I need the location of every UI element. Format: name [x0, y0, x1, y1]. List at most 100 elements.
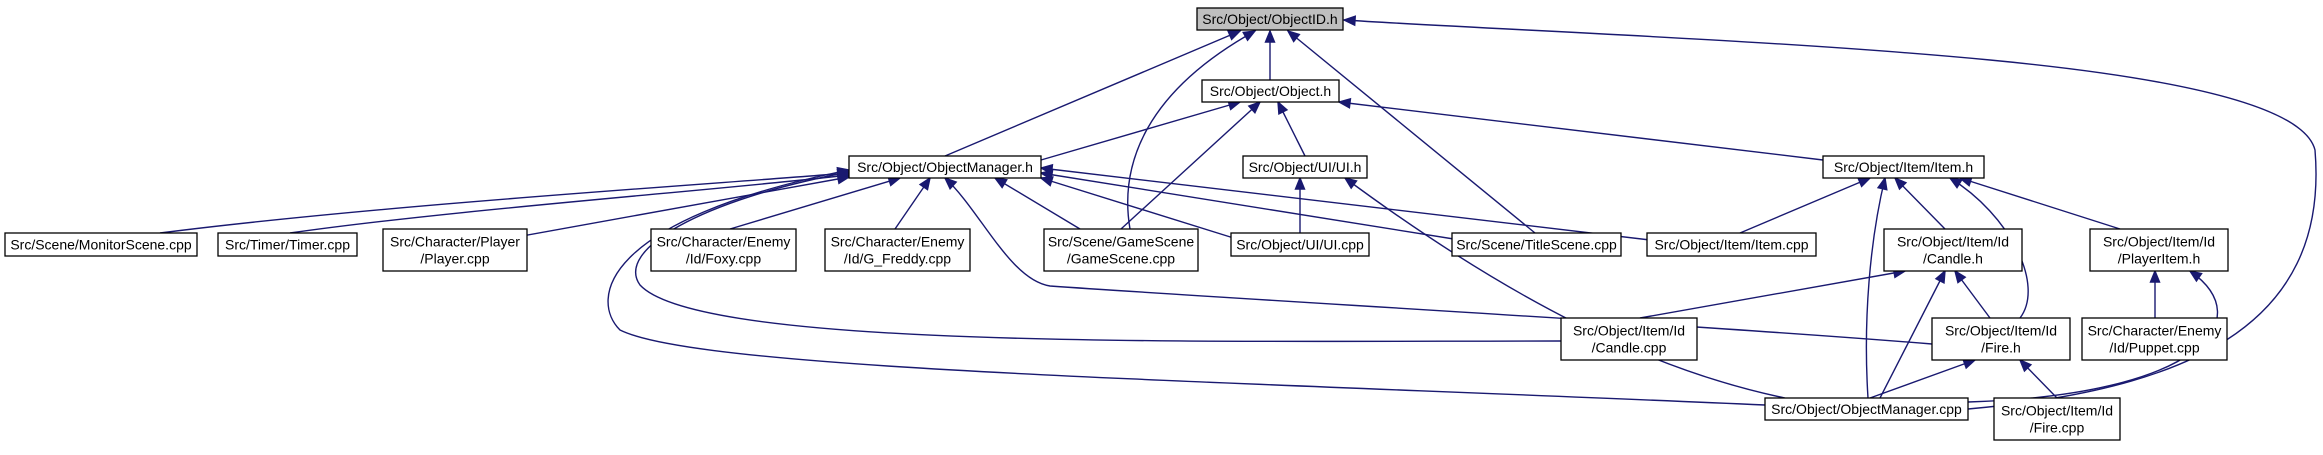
- node-label: /Fire.h: [1981, 340, 2021, 356]
- node-gfreddy-cpp[interactable]: Src/Character/Enemy/Id/G_Freddy.cpp: [824, 228, 971, 272]
- node-label: Src/Character/Enemy: [831, 234, 965, 250]
- edge-line: [1869, 359, 1976, 399]
- node-ui-h[interactable]: Src/Object/UI/UI.h: [1242, 155, 1368, 179]
- node-item-cpp[interactable]: Src/Object/Item/Item.cpp: [1646, 232, 1817, 257]
- arrowhead-icon: [2018, 358, 2033, 373]
- node-box: [1822, 155, 1985, 179]
- arrowhead-icon: [1337, 97, 1352, 109]
- edge-line: [1120, 101, 1261, 230]
- node-object-h[interactable]: Src/Object/Object.h: [1201, 79, 1340, 103]
- edge-item_cpp-to-objectmanager_h: [1039, 163, 1651, 241]
- node-box: [2089, 228, 2229, 272]
- node-ui-cpp[interactable]: Src/Object/UI/UI.cpp: [1230, 232, 1370, 257]
- edge-line: [1287, 30, 1536, 234]
- edge-line: [994, 177, 1081, 230]
- node-box: [1883, 228, 2023, 272]
- node-label: /GameScene.cpp: [1067, 251, 1175, 267]
- node-fire-h[interactable]: Src/Object/Item/Id/Fire.h: [1931, 317, 2071, 361]
- edge-object_h-to-objectid_h: [1264, 29, 1276, 80]
- node-label: Src/Character/Enemy: [657, 234, 791, 250]
- edge-monitorscene_cpp-to-objectmanager_h: [159, 168, 851, 234]
- arrowhead-icon: [1039, 163, 1054, 175]
- node-item-h[interactable]: Src/Object/Item/Item.h: [1822, 155, 1985, 179]
- edge-line: [1040, 167, 1651, 241]
- node-label: Src/Object/Item/Id: [1945, 323, 2057, 339]
- arrowhead-icon: [1962, 358, 1977, 370]
- edge-timer_cpp-to-objectmanager_h: [289, 170, 851, 234]
- arrowhead-icon: [2149, 269, 2161, 283]
- node-titlescene-cpp[interactable]: Src/Scene/TitleScene.cpp: [1451, 232, 1622, 257]
- arrowhead-icon: [993, 177, 1008, 189]
- node-label: Src/Object/Item/Id: [1897, 234, 2009, 250]
- edge-objectmanager_cpp-to-fire_h: [1869, 358, 1977, 399]
- node-puppet-cpp[interactable]: Src/Character/Enemy/Id/Puppet.cpp: [2081, 317, 2228, 361]
- arrowhead-icon: [918, 176, 932, 191]
- arrowhead-icon: [1934, 269, 1946, 284]
- edge-line: [1127, 30, 1256, 230]
- node-foxy-cpp[interactable]: Src/Character/Enemy/Id/Foxy.cpp: [650, 228, 797, 272]
- edge-objectmanager_cpp-to-ui_h: [1343, 176, 1786, 399]
- edge-line: [1739, 177, 1871, 234]
- node-label: Src/Character/Enemy: [2088, 323, 2222, 339]
- edge-line: [607, 169, 1766, 406]
- node-label: Src/Object/Object.h: [1210, 83, 1331, 99]
- node-box: [1242, 155, 1368, 179]
- node-label: Src/Scene/TitleScene.cpp: [1456, 237, 1617, 253]
- edge-candle_h-to-item_h: [1893, 176, 1946, 230]
- node-candle-cpp[interactable]: Src/Object/Item/Id/Candle.cpp: [1560, 317, 1698, 361]
- edge-line: [1338, 101, 1824, 161]
- arrowhead-icon: [1277, 100, 1289, 115]
- edge-line: [1959, 177, 2121, 230]
- arrowhead-icon: [1247, 100, 1262, 114]
- node-candle-h[interactable]: Src/Object/Item/Id/Candle.h: [1883, 228, 2023, 272]
- node-box: [217, 232, 358, 257]
- node-label: Src/Object/Item/Id: [2001, 403, 2113, 419]
- node-fire-cpp[interactable]: Src/Object/Item/Id/Fire.cpp: [1993, 397, 2121, 441]
- node-box: [824, 228, 971, 272]
- edge-fire_h-to-candle_h: [1953, 269, 1991, 319]
- node-label: Src/Object/ObjectID.h: [1202, 11, 1337, 27]
- node-box: [1043, 228, 1199, 272]
- arrowhead-icon: [2188, 269, 2203, 283]
- arrowhead-icon: [943, 176, 958, 190]
- node-monitorscene-cpp[interactable]: Src/Scene/MonitorScene.cpp: [4, 232, 198, 257]
- node-box: [1196, 7, 1344, 31]
- edge-line: [159, 172, 850, 234]
- edge-gamescene_cpp-to-objectid_h: [1127, 30, 1257, 230]
- edge-ui_h-to-object_h: [1277, 100, 1306, 157]
- node-player-cpp[interactable]: Src/Character/Player/Player.cpp: [382, 228, 528, 272]
- edge-line: [944, 177, 1933, 345]
- edge-line: [1344, 177, 1786, 399]
- node-box: [1201, 79, 1340, 103]
- node-box: [650, 228, 797, 272]
- node-label: Src/Object/ObjectManager.cpp: [1771, 401, 1962, 417]
- edge-fire_cpp-to-fire_h: [2018, 358, 2058, 399]
- node-box: [1646, 232, 1817, 257]
- node-objectmanager-h[interactable]: Src/Object/ObjectManager.h: [848, 155, 1042, 179]
- node-label: /Player.cpp: [420, 251, 489, 267]
- edge-gfreddy_cpp-to-objectmanager_h: [894, 176, 932, 230]
- arrowhead-icon: [1227, 30, 1242, 41]
- edge-objectmanager_cpp-to-candle_h: [1879, 269, 1946, 399]
- node-label: Src/Scene/GameScene: [1048, 234, 1195, 250]
- arrowhead-icon: [1876, 176, 1888, 191]
- edge-line: [499, 176, 850, 241]
- edge-line: [634, 171, 1562, 343]
- node-label: Src/Character/Player: [390, 234, 520, 250]
- edge-line: [289, 174, 850, 234]
- node-playeritem-h[interactable]: Src/Object/Item/Id/PlayerItem.h: [2089, 228, 2229, 272]
- arrowhead-icon: [1343, 176, 1358, 190]
- node-label: /Id/Foxy.cpp: [686, 251, 761, 267]
- node-gamescene-cpp[interactable]: Src/Scene/GameScene/GameScene.cpp: [1043, 228, 1199, 272]
- node-label: Src/Timer/Timer.cpp: [225, 237, 350, 253]
- node-timer-cpp[interactable]: Src/Timer/Timer.cpp: [217, 232, 358, 257]
- edge-objectmanager_cpp-to-item_h: [1865, 176, 1888, 399]
- node-label: /PlayerItem.h: [2118, 251, 2200, 267]
- node-box: [848, 155, 1042, 179]
- arrowhead-icon: [1286, 29, 1301, 43]
- node-box: [4, 232, 198, 257]
- node-label: Src/Object/UI/UI.h: [1249, 159, 1362, 175]
- node-label: Src/Object/UI/UI.cpp: [1236, 237, 1364, 253]
- node-objectmanager-cpp[interactable]: Src/Object/ObjectManager.cpp: [1764, 397, 1969, 421]
- edge-line: [1879, 270, 1946, 399]
